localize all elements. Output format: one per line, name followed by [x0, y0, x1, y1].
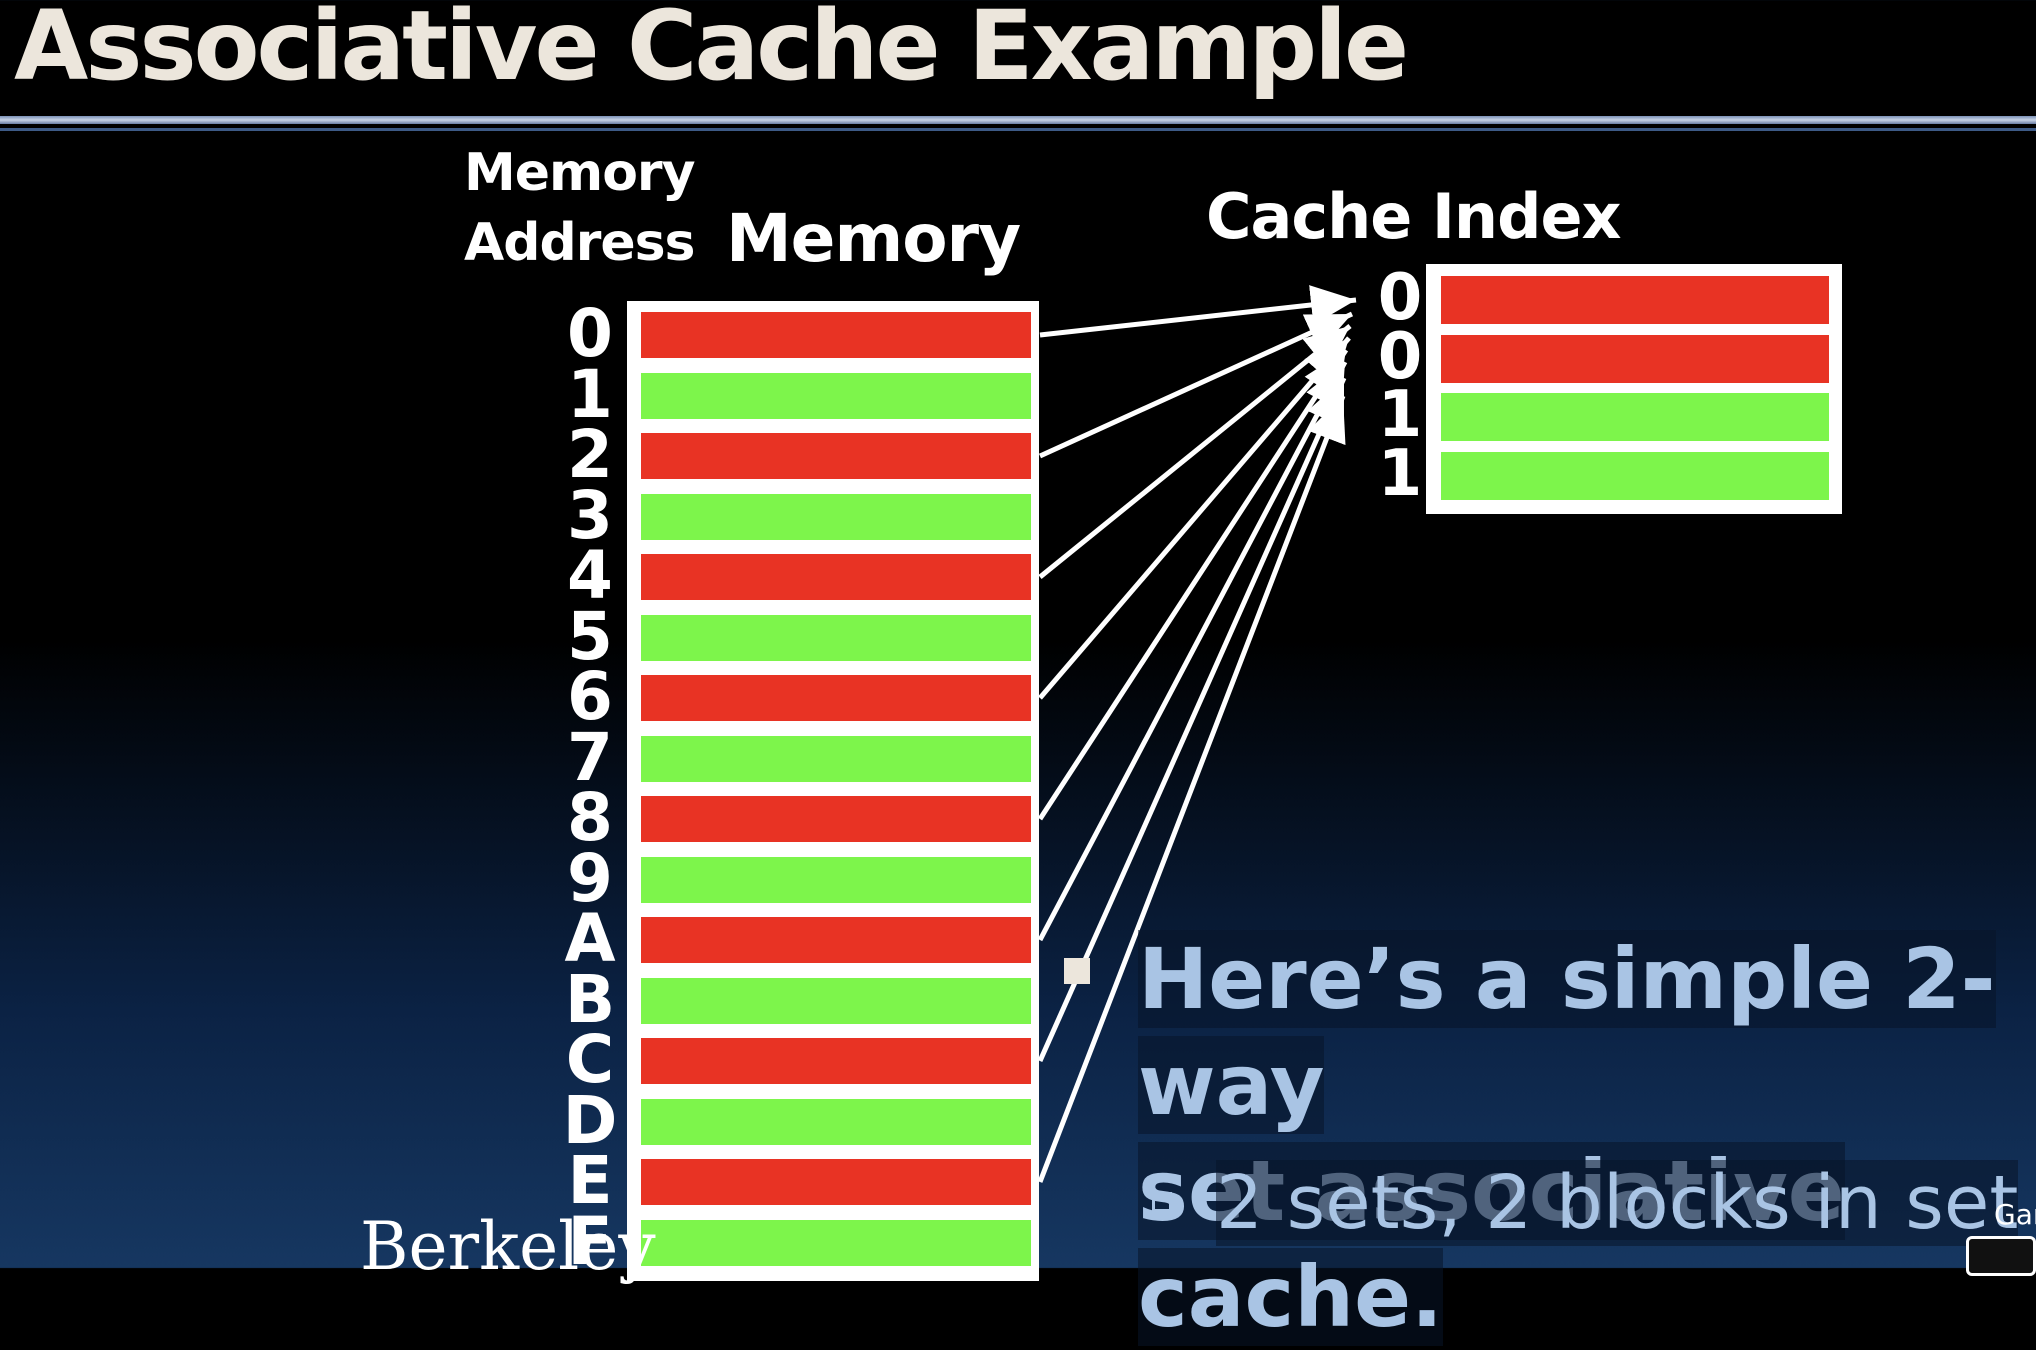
cache-index-label: 0 — [1377, 319, 1423, 394]
memory-address-label: F — [567, 1202, 613, 1280]
author-credit: Gar — [1994, 1198, 2036, 1231]
memory-address-label: 6 — [567, 658, 613, 735]
memory-address-label: 8 — [567, 779, 613, 856]
memory-address-label: 1 — [567, 355, 613, 433]
memory-column — [627, 301, 1039, 1281]
memory-block-c — [641, 1038, 1031, 1084]
memory-block-d — [641, 1098, 1031, 1145]
memory-block-6 — [641, 675, 1031, 721]
cache-index-header: Cache Index — [1206, 180, 1621, 253]
mapping-arrow-a — [1037, 360, 1348, 942]
memory-address-label: 2 — [567, 416, 613, 493]
cache-block-2 — [1441, 393, 1829, 441]
memory-address-label: 4 — [567, 537, 613, 614]
memory-header: Memory — [726, 200, 1021, 277]
memory-address-label: C — [565, 1021, 615, 1098]
memory-block-e — [641, 1159, 1031, 1205]
memory-block-a — [641, 917, 1031, 963]
mapping-arrow-4 — [1038, 324, 1352, 579]
slide-title: Associative Cache Example — [14, 0, 1409, 102]
mapping-arrow-2 — [1038, 311, 1354, 459]
mapping-arrow-8 — [1037, 348, 1349, 821]
sub-bullet-marker — [1152, 1192, 1172, 1212]
memory-block-8 — [641, 796, 1031, 842]
cache-index-label: 0 — [1377, 261, 1423, 335]
memory-block-f — [641, 1219, 1031, 1266]
bullet-main-line: Here’s a simple 2-way — [1138, 930, 1996, 1134]
memory-block-7 — [641, 735, 1031, 782]
memory-address-label: B — [564, 960, 616, 1038]
bullet-marker — [1064, 958, 1090, 984]
memory-address-label: A — [564, 900, 616, 977]
memory-address-label: 5 — [567, 597, 613, 675]
memory-address-label: 9 — [567, 839, 613, 917]
memory-address-label: 7 — [567, 718, 613, 796]
memory-address-label: 3 — [567, 476, 613, 554]
memory-block-0 — [641, 312, 1031, 358]
mapping-arrow-0 — [1039, 285, 1357, 338]
creative-commons-icon — [1966, 1236, 2036, 1276]
memory-block-9 — [641, 856, 1031, 903]
memory-block-5 — [641, 614, 1031, 661]
cache-index-label: 1 — [1377, 436, 1423, 511]
memory-address-label: D — [562, 1081, 618, 1159]
memory-block-3 — [641, 493, 1031, 540]
title-divider-shadow — [0, 128, 2036, 131]
bullet-sub-text: 2 sets, 2 blocks in set — [1216, 1160, 2019, 1246]
memory-address-label: E — [567, 1142, 613, 1219]
memory-block-1 — [641, 372, 1031, 419]
cache-index-label: 1 — [1377, 378, 1423, 452]
berkeley-logo: Berkeley — [360, 1208, 656, 1285]
mapping-arrow-6 — [1038, 336, 1351, 700]
memory-address-header: Memory Address — [464, 143, 696, 273]
memory-block-2 — [641, 433, 1031, 479]
cache-block-1 — [1441, 334, 1829, 383]
cache-block-3 — [1441, 451, 1829, 500]
title-divider — [0, 116, 2036, 124]
cache-block-0 — [1441, 276, 1829, 324]
memory-block-4 — [641, 554, 1031, 600]
memory-block-b — [641, 977, 1031, 1024]
bullet-main-text: Here’s a simple 2-way set associative ca… — [1138, 926, 2036, 1350]
cache-box — [1426, 264, 1842, 514]
memory-address-label: 0 — [567, 295, 613, 372]
